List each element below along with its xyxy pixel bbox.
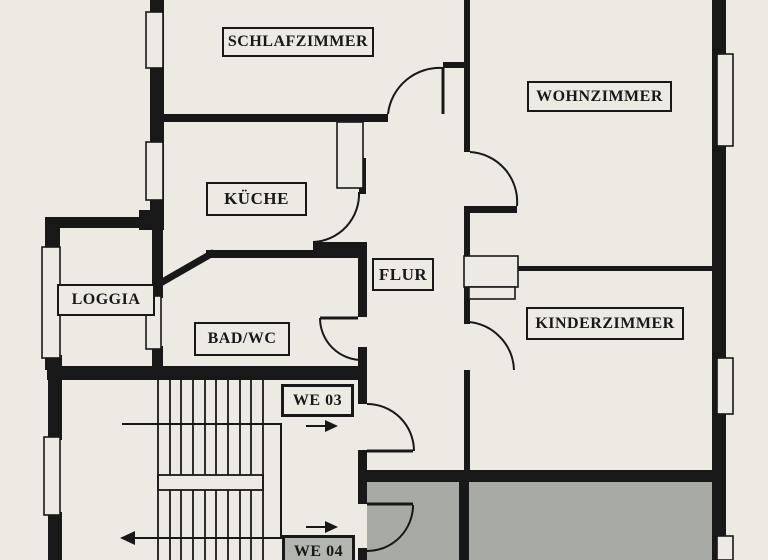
room-label-flur: FLUR	[372, 258, 434, 291]
unit-label-we03: WE 03	[281, 384, 354, 417]
door-kinderzimmer	[468, 321, 515, 371]
stair-walkline-arrow	[120, 423, 282, 545]
doors	[312, 66, 519, 552]
windows	[41, 11, 734, 560]
door-badwc	[319, 316, 363, 361]
wall-shaft	[336, 121, 364, 189]
entry-arrow-we03	[306, 420, 338, 432]
door-unit-we03	[366, 403, 415, 453]
stair-treads-lower	[169, 490, 252, 560]
wall-niche	[463, 255, 519, 288]
staircase	[120, 380, 282, 560]
room-label-kueche: KÜCHE	[206, 182, 307, 216]
window	[716, 357, 734, 415]
window	[43, 436, 61, 516]
door-unit-we04	[366, 502, 414, 552]
window	[716, 535, 734, 560]
stair-landing	[157, 474, 264, 491]
room-label-wohnzimmer: WOHNZIMMER	[527, 81, 672, 112]
window	[716, 53, 734, 147]
window	[145, 141, 164, 201]
window	[145, 11, 164, 69]
room-label-kinderzimmer: KINDERZIMMER	[526, 307, 684, 340]
exterior-walls	[45, 0, 726, 560]
room-label-badwc: BAD/WC	[194, 322, 290, 356]
stair-treads-upper	[169, 380, 252, 475]
door-kueche	[312, 191, 361, 243]
room-label-loggia: LOGGIA	[57, 284, 155, 316]
door-panel	[468, 286, 516, 300]
entry-arrow-we04	[306, 521, 338, 533]
neighbor-unit-area	[367, 478, 713, 560]
door-schlafzimmer	[387, 66, 445, 115]
room-label-schlafzimmer: SCHLAFZIMMER	[222, 27, 374, 57]
door-wohnzimmer	[464, 151, 519, 213]
unit-label-we04: WE 04	[282, 535, 355, 560]
